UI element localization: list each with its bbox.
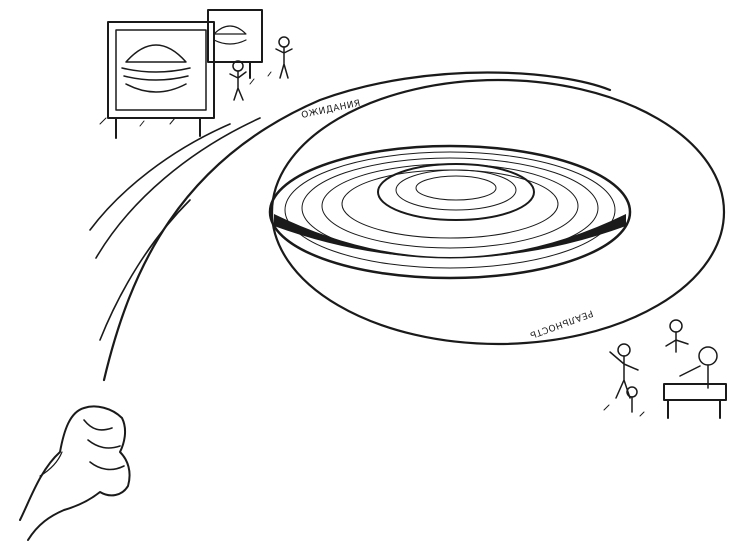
expectations-label: ОЖИДАНИЯ <box>301 99 362 121</box>
people-at-counter <box>603 319 727 419</box>
throwing-hand <box>19 405 131 541</box>
people-near-billboard <box>229 36 293 101</box>
burger-icon <box>121 44 191 93</box>
small-burger-icon <box>213 25 247 45</box>
motion-arc <box>89 71 612 382</box>
expectations-ellipse <box>270 78 726 346</box>
billboard-burger-ad <box>99 9 272 139</box>
reality-disc <box>268 144 632 280</box>
